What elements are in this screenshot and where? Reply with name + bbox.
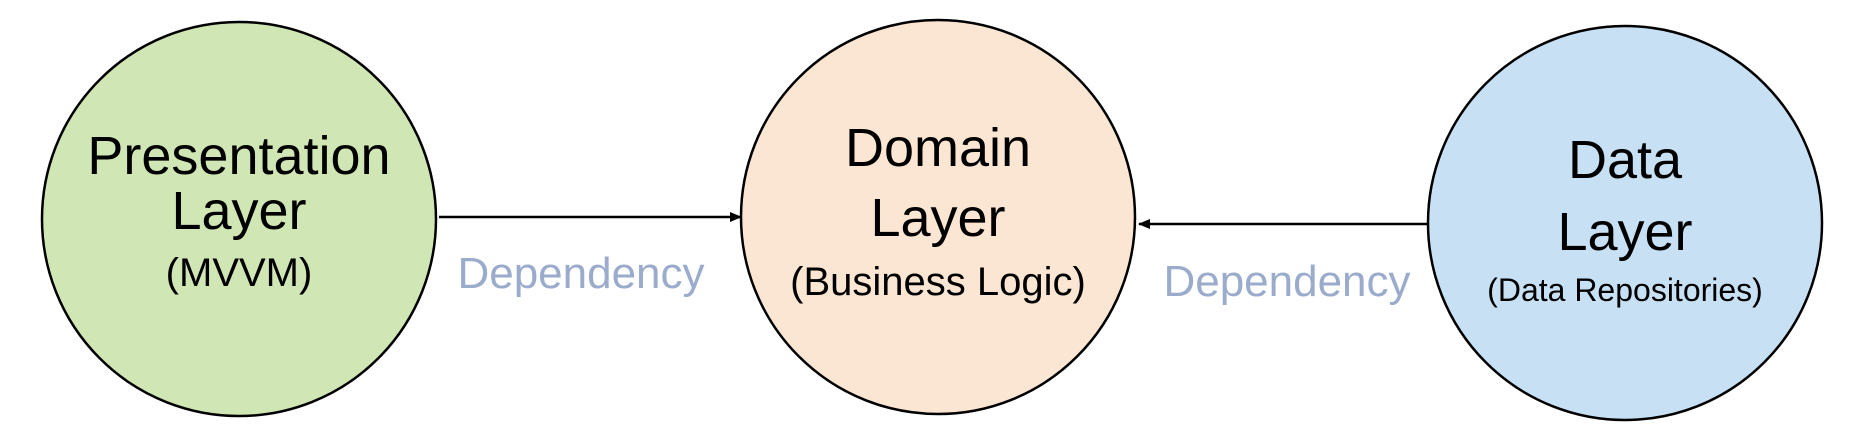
domain-layer-title-line2: Layer [870, 188, 1005, 248]
presentation-layer-subtitle: (MVVM) [166, 251, 313, 295]
dependency-label-right: Dependency [1163, 257, 1410, 306]
edge-data-to-domain: Dependency [1138, 219, 1429, 306]
domain-layer-subtitle: (Business Logic) [790, 260, 1086, 304]
domain-layer-circle [739, 18, 1137, 416]
presentation-layer-title-line2: Layer [171, 181, 306, 241]
domain-layer-title-line1: Domain [845, 118, 1031, 178]
data-layer-subtitle: (Data Repositories) [1487, 272, 1763, 308]
data-layer-title-line1: Data [1568, 130, 1683, 190]
dependency-label-left: Dependency [457, 249, 704, 298]
node-data-layer: Data Layer (Data Repositories) [1426, 24, 1824, 422]
node-domain-layer: Domain Layer (Business Logic) [739, 18, 1137, 416]
node-presentation-layer: Presentation Layer (MVVM) [40, 20, 438, 418]
presentation-layer-title-line1: Presentation [87, 126, 390, 186]
presentation-layer-circle [40, 20, 438, 418]
data-layer-title-line2: Layer [1557, 202, 1692, 262]
data-layer-circle [1426, 24, 1824, 422]
edge-presentation-to-domain: Dependency [439, 212, 742, 298]
